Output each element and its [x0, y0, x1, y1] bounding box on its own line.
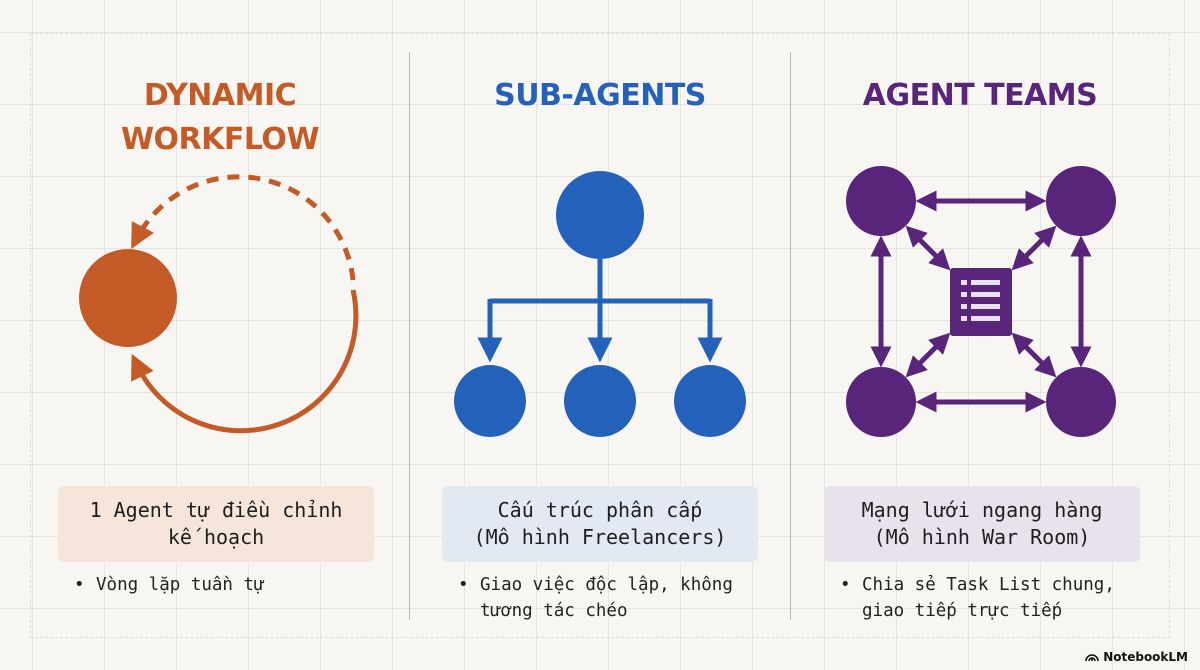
bullet-dot: • [74, 575, 85, 595]
sub-agents-title: SUB-AGENTS [494, 78, 706, 113]
circular-loop-icon [79, 174, 359, 434]
dynamic-workflow-bullet-text: Vòng lặp tuần tự [96, 575, 265, 595]
diagrams-canvas [79, 166, 1116, 437]
notebooklm-badge: NotebookLM [1085, 650, 1188, 664]
agent-teams-bullet: • Chia sẻ Task List chung, giao tiếp trự… [840, 572, 1160, 624]
sub-agents-description: Cấu trúc phân cấp (Mô hình Freelancers) [473, 498, 727, 549]
agent-teams-description: Mạng lưới ngang hàng (Mô hình War Room) [861, 498, 1103, 549]
bullet-dot: • [840, 575, 851, 595]
agent-teams-label-box: Mạng lưới ngang hàng (Mô hình War Room) [824, 486, 1140, 562]
content-frame [30, 33, 1170, 638]
peer-network-icon [846, 166, 1116, 437]
column-divider [790, 52, 791, 620]
shared-list-arrow [905, 332, 951, 378]
agent-teams-title: AGENT TEAMS [862, 78, 1098, 113]
sub-agents-label-box: Cấu trúc phân cấp (Mô hình Freelancers) [442, 486, 758, 562]
team-agent-node [846, 367, 916, 437]
sub-agent-node [674, 365, 746, 437]
team-agent-node [1046, 367, 1116, 437]
team-agent-node [1046, 166, 1116, 236]
solid-loop-arrow [131, 289, 359, 434]
team-agent-node [846, 166, 916, 236]
dynamic-workflow-description: 1 Agent tự điều chỉnh kế hoạch [89, 498, 343, 549]
sub-agent-node [454, 365, 526, 437]
column-divider [409, 52, 410, 620]
sub-agent-node [564, 365, 636, 437]
notebooklm-logo-icon [1085, 654, 1099, 662]
dynamic-workflow-label-box: 1 Agent tự điều chỉnh kế hoạch [58, 486, 374, 562]
sub-agents-bullet: • Giao việc độc lập, không tương tác ché… [458, 572, 778, 624]
dynamic-workflow-bullet: • Vòng lặp tuần tự [74, 572, 394, 598]
shared-list-arrow [1011, 225, 1057, 271]
agent-node [79, 249, 177, 347]
agent-teams-bullet-text: Chia sẻ Task List chung, giao tiếp trực … [862, 575, 1115, 621]
brand-label: NotebookLM [1103, 650, 1188, 664]
bullet-dot: • [458, 575, 469, 595]
hierarchy-tree-icon [454, 171, 746, 437]
dynamic-workflow-title: DYNAMIC WORKFLOW [120, 78, 320, 157]
sub-agents-bullet-text: Giao việc độc lập, không tương tác chéo [480, 575, 733, 621]
parent-agent-node [556, 171, 644, 259]
dashed-loop-arrow [131, 174, 356, 281]
task-list-icon [950, 268, 1012, 336]
shared-list-arrow [1011, 332, 1057, 378]
shared-list-arrow [905, 225, 951, 271]
